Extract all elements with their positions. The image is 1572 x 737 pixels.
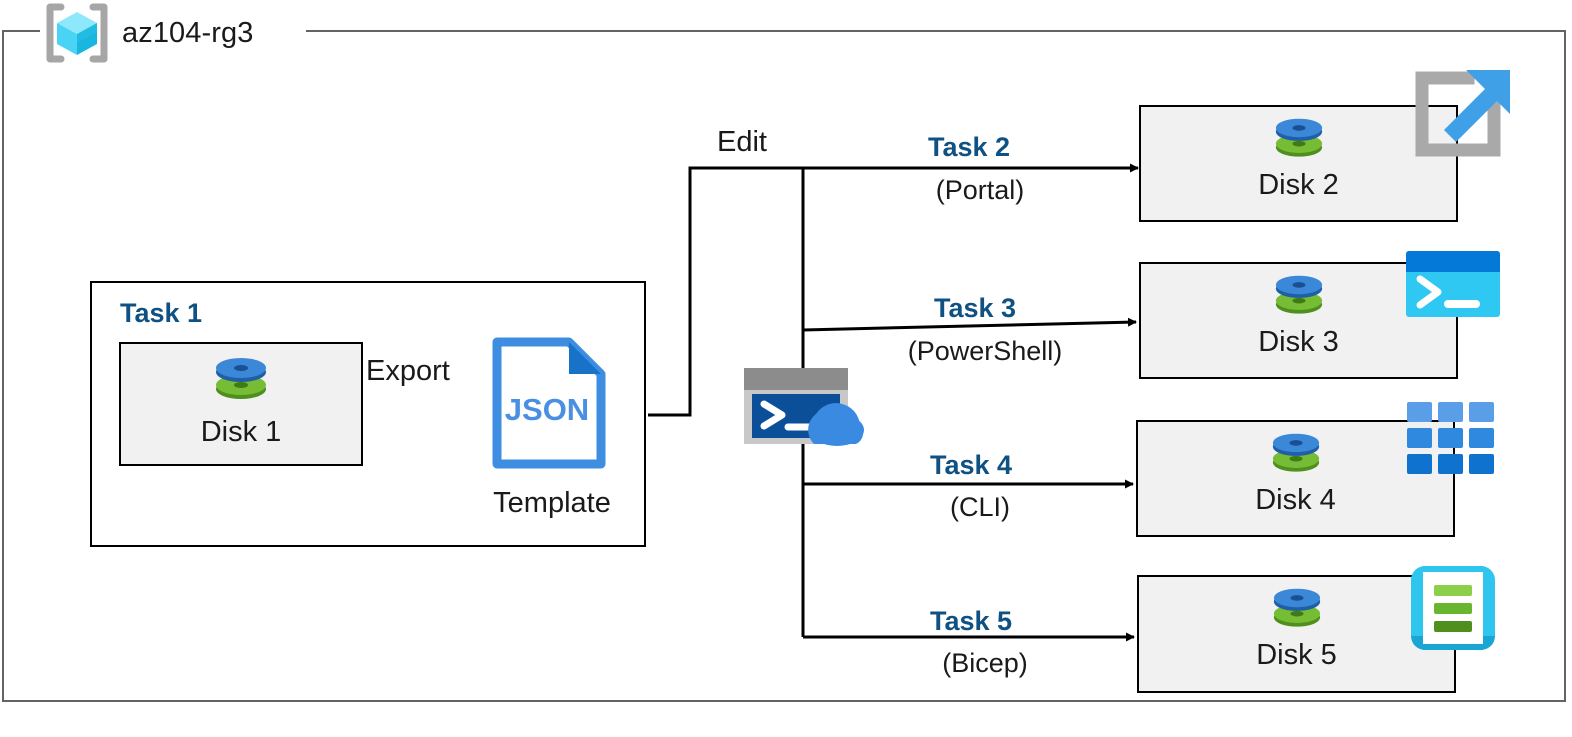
disk2-label: Disk 2: [1258, 169, 1339, 201]
resource-group-name: az104-rg3: [122, 16, 254, 49]
template-label: Template: [493, 487, 611, 519]
disk1-label: Disk 1: [200, 416, 282, 448]
managed-disk-icon: [211, 354, 271, 408]
azure-cli-icon: [1407, 402, 1495, 474]
task3-tool-label: (PowerShell): [907, 336, 1063, 366]
disk3-box: Disk 3: [1139, 262, 1458, 379]
managed-disk-icon: [1269, 585, 1325, 635]
azure-resource-group-icon: [44, 2, 110, 64]
resource-group-frame: [2, 30, 1566, 702]
task5-tool-label: (Bicep): [942, 648, 1028, 678]
resource-group-header: az104-rg3: [44, 2, 254, 64]
svg-text:JSON: JSON: [505, 392, 589, 427]
task2-tool-label: (Portal): [935, 175, 1025, 205]
export-label: Export: [366, 355, 450, 387]
task5-heading: Task 5: [930, 606, 1013, 636]
cloud-shell-icon: [742, 366, 864, 446]
disk4-box: Disk 4: [1136, 420, 1455, 537]
disk5-box: Disk 5: [1137, 575, 1456, 693]
task3-heading: Task 3: [934, 293, 1017, 323]
json-file-icon: JSON: [489, 336, 609, 470]
task2-heading: Task 2: [928, 132, 1011, 162]
managed-disk-icon: [1268, 430, 1324, 480]
disk4-label: Disk 4: [1255, 484, 1336, 516]
task4-tool-label: (CLI): [950, 492, 1010, 522]
task1-heading: Task 1: [120, 298, 203, 328]
edit-label: Edit: [717, 126, 767, 158]
disk5-label: Disk 5: [1256, 639, 1337, 671]
task4-heading: Task 4: [930, 450, 1013, 480]
bicep-icon: [1407, 562, 1499, 654]
disk1-box: Disk 1: [119, 342, 363, 466]
managed-disk-icon: [1271, 272, 1327, 322]
azure-portal-icon: [1406, 62, 1522, 168]
powershell-icon: [1406, 251, 1500, 317]
managed-disk-icon: [1271, 115, 1327, 165]
disk3-label: Disk 3: [1258, 326, 1339, 358]
disk2-box: Disk 2: [1139, 105, 1458, 222]
